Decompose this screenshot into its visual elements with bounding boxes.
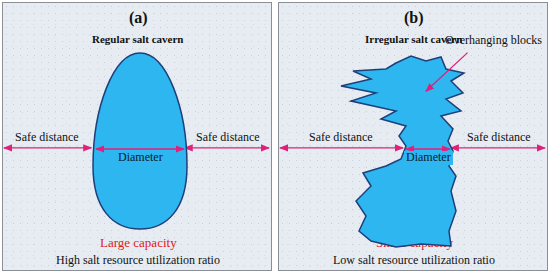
safe-distance-arrow <box>280 147 403 148</box>
panel-note: High salt resource utilization ratio <box>56 254 220 268</box>
diameter-arrow <box>406 148 450 149</box>
cavern-shape <box>92 51 189 231</box>
distance-label: Safe distance <box>309 131 373 145</box>
cavern-label: Diameter <box>404 151 453 165</box>
safe-distance-arrow <box>4 147 91 148</box>
irregular-cavern: Diameter <box>331 51 466 249</box>
diameter-arrow <box>96 148 184 149</box>
callout-label: Overhanging blocks <box>445 34 542 48</box>
distance-label: Safe distance <box>15 131 79 145</box>
panel-note: Low salt resource utilization ratio <box>333 254 495 268</box>
cavern-shape <box>331 51 466 249</box>
cavern-label: Diameter <box>116 151 165 165</box>
panel-letter: (a) <box>129 9 148 27</box>
safe-distance-arrow <box>185 147 269 148</box>
distance-label: Safe distance <box>467 131 531 145</box>
panel-note: Large capacity <box>100 236 177 251</box>
cavern-outline <box>341 56 464 247</box>
cavern-outline <box>93 53 187 229</box>
panel-title: Regular salt cavern <box>92 33 183 46</box>
panel-letter: (b) <box>404 9 424 27</box>
distance-label: Safe distance <box>196 131 260 145</box>
leader-line <box>426 53 468 92</box>
safe-distance-arrow <box>451 147 545 148</box>
regular-cavern: Diameter <box>92 51 189 231</box>
